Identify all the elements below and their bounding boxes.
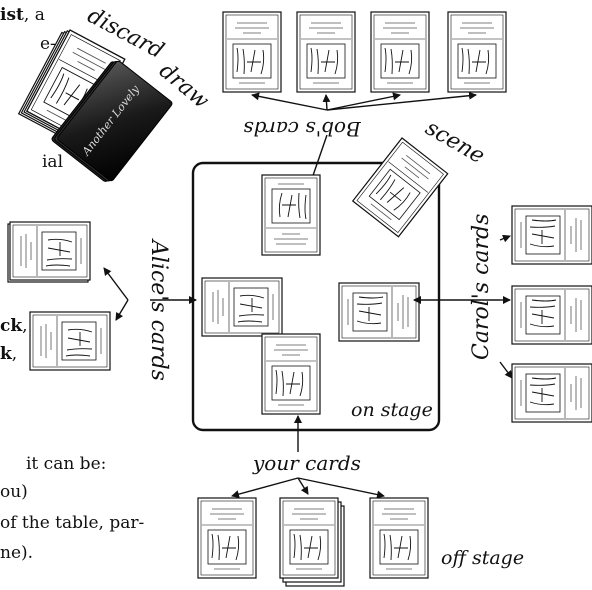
body-line-6-bold: ck [0, 316, 23, 336]
body-line-7-bold: k [0, 344, 13, 364]
body-line-9: ou) [0, 482, 28, 502]
your-card-2 [279, 497, 345, 587]
stage-card-yours [261, 333, 321, 415]
carol-card-2 [511, 285, 592, 345]
body-line-8: it can be: [26, 454, 106, 474]
carol-card-1 [511, 205, 592, 265]
bob-card-3 [370, 11, 430, 93]
scene-card [352, 137, 449, 238]
alice-cards-label: Alice's cards [146, 238, 171, 381]
svg-text:k,: k, [0, 344, 17, 364]
bob-cards-label: Bob's cards [243, 117, 361, 141]
alice-card-1 [7, 221, 91, 283]
body-line-10: of the table, par- [0, 513, 144, 533]
alice-card-2 [29, 311, 111, 371]
your-cards-label: your cards [252, 451, 361, 475]
bob-card-4 [447, 11, 507, 93]
body-line-7-rest: , [12, 344, 17, 364]
carol-arrows [413, 234, 513, 379]
body-line-2: e- [40, 34, 56, 54]
alice-arrows [103, 267, 197, 321]
your-arrows [231, 415, 385, 499]
your-card-1 [197, 497, 257, 579]
draw-pile: Another Lovely [51, 60, 173, 182]
svg-text:ck,: ck, [0, 316, 28, 336]
carol-cards-label: Carol's cards [469, 214, 494, 360]
body-line-5: ial [42, 152, 63, 172]
on-stage-label: on stage [351, 399, 433, 421]
body-line-6-rest: , [22, 316, 27, 336]
body-line-1-bold: ist [0, 5, 24, 25]
bob-card-1 [222, 11, 282, 93]
carol-card-3 [511, 363, 592, 423]
svg-text:ist, a: ist, a [0, 5, 45, 25]
off-stage-label: off stage [441, 547, 524, 569]
stage-card-alice [201, 277, 283, 337]
discard-pile [17, 29, 126, 144]
bob-card-2 [296, 11, 356, 93]
body-line-11: ne). [0, 543, 33, 563]
body-line-1-rest: , a [24, 5, 45, 25]
stage-card-bob [261, 174, 321, 256]
stage-card-carol [338, 282, 420, 342]
your-card-3 [369, 497, 429, 579]
